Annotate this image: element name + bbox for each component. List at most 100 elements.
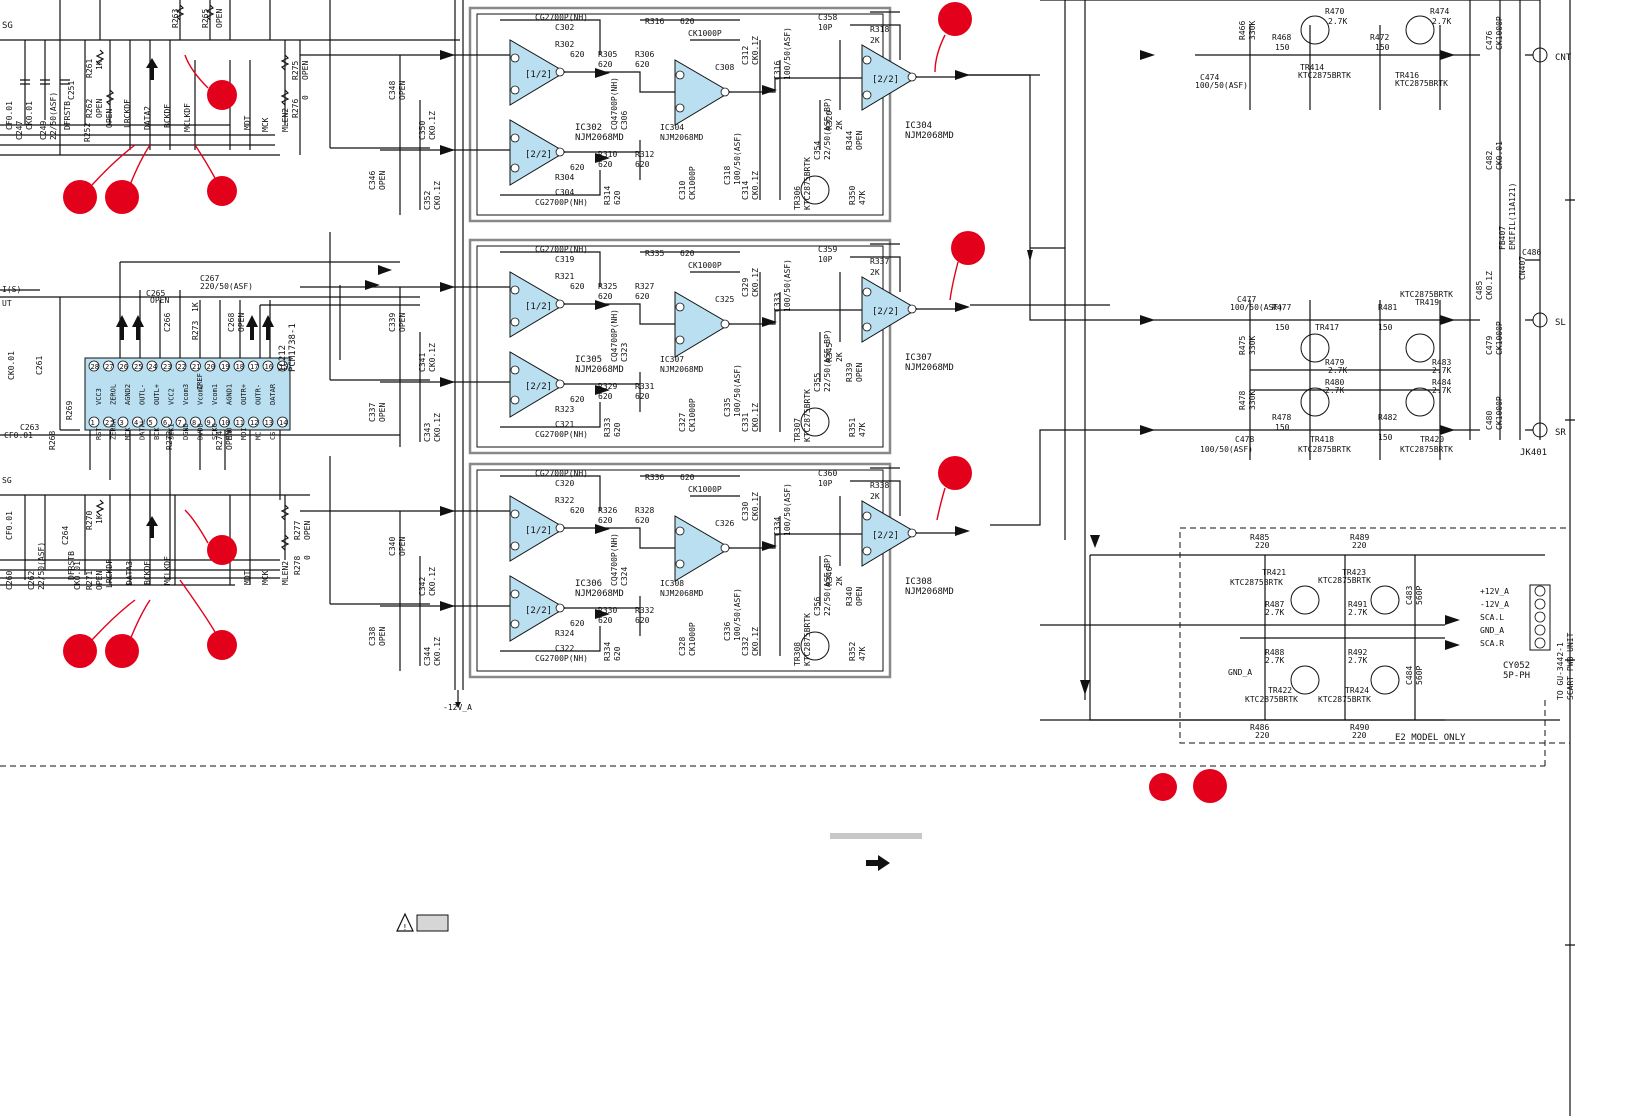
output-flow-arrows: [1027, 50, 1455, 435]
output-part-label: 2.7K: [1328, 17, 1347, 26]
cy052-pin: [1534, 637, 1546, 649]
top-left-part-label: CF0.01: [5, 101, 14, 130]
opamp-part: NJM2068MD: [575, 365, 624, 375]
output-part-label: C477: [1237, 295, 1256, 304]
top-left-part-label: CK0.01: [25, 101, 34, 130]
filter-part-label: 620: [680, 473, 695, 482]
opamp-1a: [509, 39, 566, 106]
filter-part-label: 620: [635, 60, 650, 69]
ic212-pin-number: 12: [250, 419, 258, 427]
filter-part-label: R337: [870, 257, 889, 266]
output-part-label: C480: [1485, 411, 1494, 430]
legend-signal-arrow: [866, 855, 890, 871]
filter-part-label: 620: [635, 292, 650, 301]
e2-part-label: TR421: [1262, 568, 1286, 577]
legend: !: [396, 833, 922, 932]
cy052-pin-label: -12V_A: [1480, 600, 1509, 609]
output-part-label: KTC2875BRTK: [1400, 290, 1453, 299]
output-part-label: R472: [1370, 33, 1389, 42]
filter-part-label: CK0.1Z: [751, 627, 760, 656]
filter-part-label: C304: [555, 188, 574, 197]
output-part-label: C478: [1235, 435, 1254, 444]
filter-part-label: CK1000P: [688, 29, 722, 38]
filter-part-label: R302: [555, 40, 574, 49]
marker-legend-big: [1193, 769, 1227, 803]
top-left-part-label: OPEN: [105, 109, 114, 128]
e2-part-label: 2.7K: [1265, 608, 1284, 617]
output-part-label: R478: [1238, 391, 1247, 410]
marker-legend-small: [1149, 773, 1177, 801]
marker-bot-2: [63, 634, 97, 668]
filter-part-label: CK1000P: [688, 261, 722, 270]
opamp-unit: [1/2]: [525, 302, 552, 312]
filter-part-label: 22/50(ASF-BP): [823, 553, 832, 616]
filter-part-label: C334: [773, 517, 782, 536]
outl-up-arrow: [116, 315, 128, 340]
output-part-label: R481: [1378, 303, 1397, 312]
output-part-label: R483: [1432, 358, 1451, 367]
filter-part-label: 620: [598, 160, 613, 169]
output-transistors: [1300, 15, 1435, 417]
ic212-pin-number: 4: [134, 419, 138, 427]
filter-part-label: C320: [555, 479, 574, 488]
ic212-part: PCM1738-1: [288, 323, 298, 372]
output-ic-part: NJM2068MD: [905, 587, 954, 597]
filter-part-label: 620: [570, 50, 585, 59]
marker-top-2: [63, 180, 97, 214]
filter-part-label: C318: [723, 166, 732, 185]
input-cap-label: OPEN: [398, 313, 407, 332]
ic212-name: IC212: [278, 345, 288, 372]
input-cap-label: CK0.1Z: [428, 111, 437, 140]
filter-part-label: C308: [715, 63, 734, 72]
input-cap-label: CK0.1Z: [433, 181, 442, 210]
e2-down-arrow-1: [1090, 535, 1100, 548]
bottom-left-part-label: DFRSTB: [67, 551, 76, 580]
opamp-ic-name: IC306: [575, 579, 602, 589]
red-markers: [63, 2, 1227, 803]
filter-part-label: C324: [620, 567, 629, 586]
ic212-pin-number: 28: [91, 363, 99, 371]
input-cap-label: OPEN: [398, 81, 407, 100]
output-part-label: KTC2875BRTK: [1298, 71, 1351, 80]
ic212-pin-number: 3: [120, 419, 124, 427]
ic212-pin-name: DATAL: [139, 419, 147, 440]
filter-part-label: R314: [603, 186, 612, 205]
ic212-pin-bottom: [132, 416, 143, 428]
ic212-flow-arrows: [365, 265, 392, 290]
filter-part-label: R338: [870, 481, 889, 490]
output-ic-name: IC307: [905, 353, 932, 363]
output-part-label: R477: [1272, 303, 1291, 312]
bottom-left-part-label: CK0.01: [73, 561, 82, 590]
output-part-label: R466: [1238, 21, 1247, 40]
top-left-part-label: 1K: [95, 60, 104, 70]
ic212-pin-bottom: [103, 416, 114, 428]
e2-part-label: 2.7K: [1348, 608, 1367, 617]
e2-part-label: R489: [1350, 533, 1369, 542]
to-scart-label: TO GU-3442-1: [1556, 642, 1565, 700]
output-part-label: CK1000P: [1495, 321, 1504, 355]
e2-model-note: E2 MODEL ONLY: [1395, 733, 1466, 743]
marker-bot-1: [207, 535, 237, 565]
filter-part-label: R331: [635, 382, 654, 391]
filter-part-label: CK1000P: [688, 485, 722, 494]
input-cap-label: OPEN: [378, 171, 387, 190]
opamp-part: NJM2068MD: [575, 589, 624, 599]
ic212-pin-name: OUTL+: [153, 384, 161, 405]
ic212-part-label: OPEN: [237, 313, 246, 332]
top-left-part-label: DATA2: [143, 106, 152, 130]
ic212-pin-bottom: [248, 416, 259, 428]
filter-part-label: 620: [680, 249, 695, 258]
output-part-label: FB407: [1498, 226, 1507, 250]
filter-part-label: R350: [848, 186, 857, 205]
ic212-part-label: OPEN: [225, 431, 234, 450]
cy052-pin-label: GND_A: [1480, 626, 1504, 635]
output-part-label: C479: [1485, 336, 1494, 355]
filter-part-label: TR308: [793, 642, 802, 666]
input-cap-label: C341: [418, 353, 427, 372]
ic212-pin-number: 21: [192, 363, 200, 371]
opamp-unit: [2/2]: [872, 531, 899, 541]
e2-dashed-box: [1179, 527, 1571, 744]
